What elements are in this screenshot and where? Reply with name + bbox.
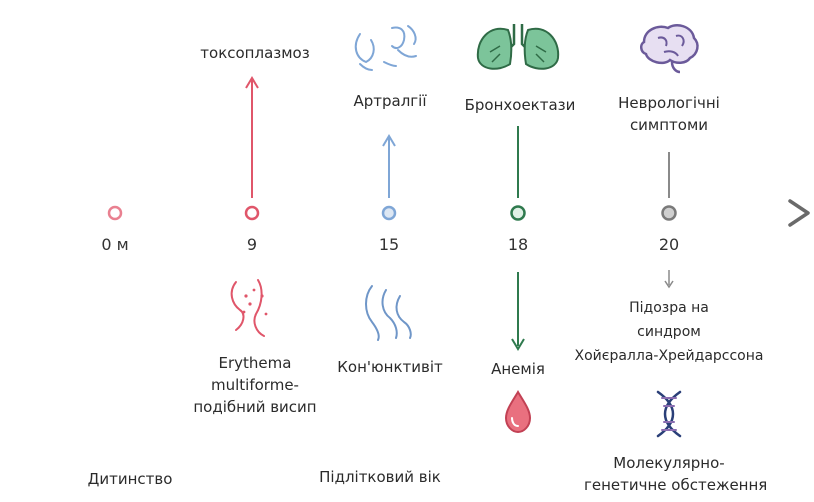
lungs-icon <box>478 24 558 69</box>
label-toxoplasmosis: токсоплазмоз <box>180 44 330 63</box>
marker-0 <box>109 207 121 219</box>
marker-18 <box>512 207 525 220</box>
rash-icon <box>232 280 268 336</box>
label-erythema-rash: Erythema multiforme- подібний висип <box>180 352 330 418</box>
joints-icon <box>356 26 416 70</box>
label-period-teen: Підлітковий вік <box>300 468 460 487</box>
dna-icon <box>658 392 680 436</box>
brain-icon <box>641 25 697 72</box>
label-arthralgia: Артралгії <box>330 92 450 111</box>
tick-label-15: 15 <box>359 235 419 255</box>
label-anemia: Анемія <box>468 360 568 379</box>
marker-20 <box>663 207 676 220</box>
eyes-icon <box>366 286 411 340</box>
label-bronchiectasis: Бронхоектази <box>450 96 590 115</box>
tick-label-0: 0 м <box>85 235 145 255</box>
label-period-childhood: Дитинство <box>70 470 190 489</box>
label-suspicion: Підозра на синдром Хойєралла-Хрейдарссон… <box>572 296 766 368</box>
blood-drop-icon <box>506 392 530 432</box>
tick-label-9: 9 <box>222 235 282 255</box>
label-neuro-symptoms: Неврологічні симптоми <box>594 92 744 136</box>
marker-15 <box>383 207 395 219</box>
tick-label-18: 18 <box>488 235 548 255</box>
marker-9 <box>246 207 258 219</box>
tick-label-20: 20 <box>639 235 699 255</box>
label-conjunctivitis: Кон'юнктивіт <box>320 358 460 377</box>
label-genetic-testing: Молекулярно- генетичне обстеження <box>584 452 754 496</box>
